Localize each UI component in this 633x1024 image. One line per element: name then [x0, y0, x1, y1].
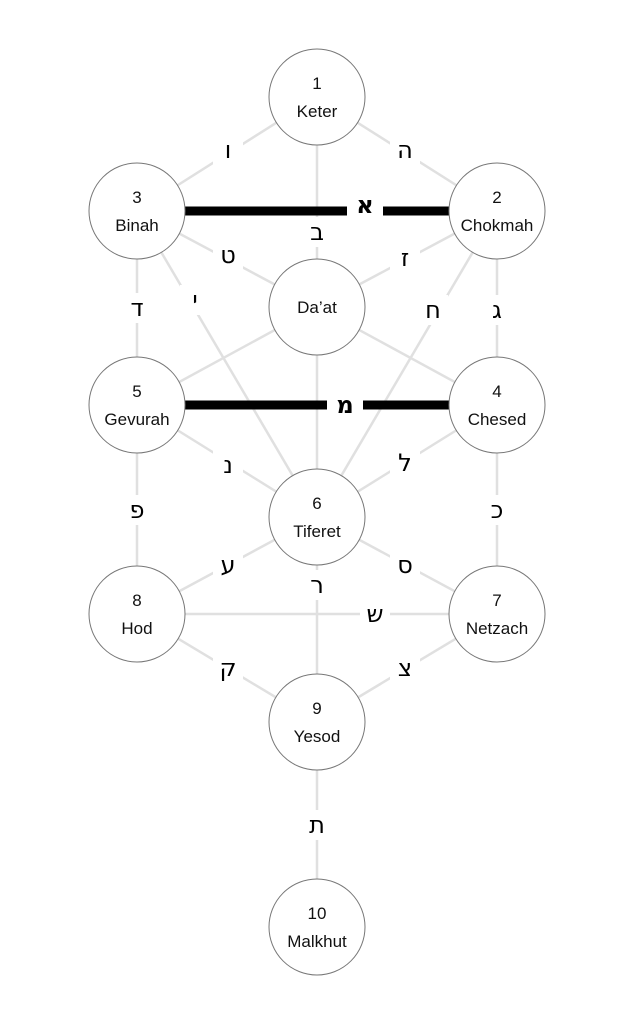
- path-letter: ע: [220, 551, 235, 579]
- letter-mask: [347, 190, 383, 220]
- path-letter: י: [192, 286, 197, 314]
- letter-mask: [122, 293, 152, 323]
- node-circle: [268, 258, 366, 356]
- sephirah-name: Chokmah: [461, 216, 534, 235]
- sephirah-number: 2: [492, 188, 501, 207]
- path-letter: ת: [309, 811, 325, 839]
- letter-mask: [482, 295, 512, 325]
- node-circle: [268, 48, 366, 146]
- sephirah-name: Chesed: [468, 410, 527, 429]
- sephirah-name: Da’at: [297, 298, 337, 317]
- letter-mask: [213, 450, 243, 480]
- sephirah-number: 8: [132, 591, 141, 610]
- node-circle: [88, 356, 186, 454]
- path-letter: א: [356, 191, 373, 219]
- sephirah-number: 10: [308, 904, 327, 923]
- sephirah-name: Gevurah: [104, 410, 169, 429]
- path-letter: מ: [336, 391, 353, 419]
- node-circle: [448, 356, 546, 454]
- letter-mask: [213, 135, 243, 165]
- letter-mask: [302, 810, 332, 840]
- letter-mask: [390, 135, 420, 165]
- node-circle: [268, 878, 366, 976]
- path-letter: ז: [401, 244, 409, 272]
- path-letter: פ: [130, 496, 145, 524]
- sephirah-name: Tiferet: [293, 522, 341, 541]
- sephirah-name: Yesod: [294, 727, 341, 746]
- letter-mask: [180, 285, 210, 315]
- node-circle: [448, 565, 546, 663]
- path-letter: ק: [219, 654, 236, 682]
- path-letter: ס: [397, 551, 413, 579]
- path-chokmah-tiferet: [315, 210, 499, 518]
- sephirah-number: 3: [132, 188, 141, 207]
- node-circle: [268, 468, 366, 566]
- path-letter: צ: [398, 654, 412, 682]
- path-letter: ה: [397, 136, 413, 164]
- letter-mask: [482, 495, 512, 525]
- sephirah-number: 4: [492, 382, 501, 401]
- sephirah-name: Netzach: [466, 619, 528, 638]
- node-circle: [268, 673, 366, 771]
- node-circle: [448, 162, 546, 260]
- sephirah-name: Malkhut: [287, 932, 347, 951]
- path-letter: ג: [492, 296, 502, 324]
- path-letter: ד: [130, 294, 143, 322]
- path-letter: ל: [398, 449, 412, 477]
- letter-mask: [390, 550, 420, 580]
- path-letter: ו: [225, 136, 232, 164]
- sephirah-number: 7: [492, 591, 501, 610]
- path-letter: כ: [491, 496, 504, 524]
- letter-mask: [418, 295, 448, 325]
- node-circle: [88, 162, 186, 260]
- sephirah-name: Binah: [115, 216, 158, 235]
- letter-mask: [302, 570, 332, 600]
- sephirah-number: 9: [312, 699, 321, 718]
- letter-mask: [327, 390, 363, 420]
- path-letter: ט: [220, 241, 236, 269]
- sephirah-daat: Da’at: [268, 258, 366, 356]
- letter-mask: [302, 217, 332, 247]
- node-circle: [88, 565, 186, 663]
- path-letter: ב: [310, 218, 324, 246]
- letter-mask: [390, 653, 420, 683]
- letter-mask: [360, 599, 390, 629]
- path-letter: ר: [310, 571, 324, 599]
- sephirah-name: Hod: [121, 619, 152, 638]
- letter-mask: [390, 243, 420, 273]
- path-letter: ש: [366, 600, 383, 628]
- letter-mask: [213, 653, 243, 683]
- path-letter: נ: [223, 451, 233, 479]
- letter-mask: [122, 495, 152, 525]
- sephirah-number: 5: [132, 382, 141, 401]
- path-letter: ח: [425, 296, 441, 324]
- sephirah-name: Keter: [297, 102, 338, 121]
- path-binah-tiferet: [135, 210, 319, 518]
- letter-mask: [213, 240, 243, 270]
- letter-mask: [390, 448, 420, 478]
- sephirah-number: 1: [312, 74, 321, 93]
- letter-mask: [213, 550, 243, 580]
- sephirah-number: 6: [312, 494, 321, 513]
